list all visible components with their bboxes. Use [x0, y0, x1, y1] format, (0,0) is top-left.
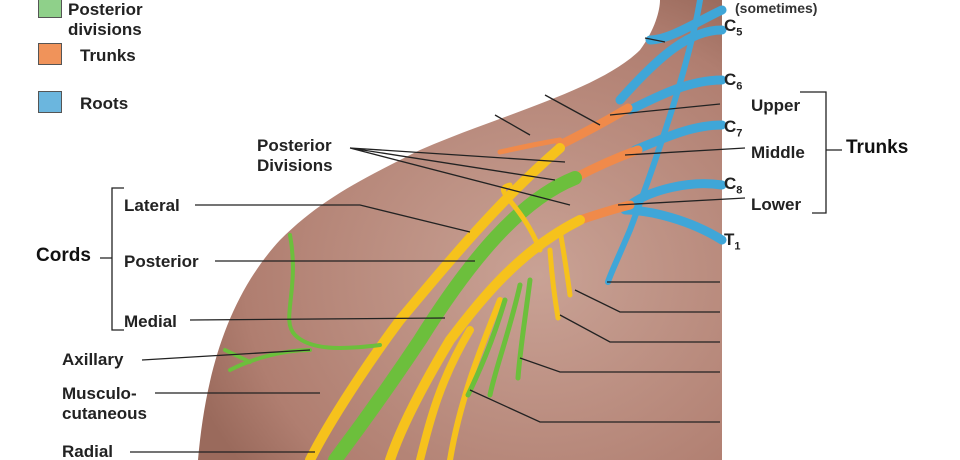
cord-lateral-label: Lateral — [124, 196, 180, 215]
nerve-radial-label: Radial — [62, 442, 114, 460]
legend-swatch-posterior-divisions — [38, 0, 62, 18]
legend-swatch-roots — [38, 91, 62, 113]
roots — [605, 0, 727, 285]
nerve-axillary-label: Axillary — [62, 350, 124, 369]
cords-group-label: Cords — [36, 245, 91, 266]
nerve-musculocutaneous-label: Musculo- cutaneous — [62, 384, 148, 423]
legend-label-posterior-divisions: Posterior divisions — [68, 0, 143, 39]
trunks-group-label: Trunks — [846, 137, 909, 158]
trunk-lower-label: Lower — [751, 195, 802, 214]
root-label-c7: C7 — [724, 117, 743, 140]
root-label-c6: C6 — [724, 70, 743, 93]
legend-label-roots: Roots — [80, 94, 129, 113]
posterior-divisions-label: Posterior Divisions — [257, 136, 333, 175]
cord-posterior-label: Posterior — [124, 252, 199, 271]
top-partial-label: (sometimes) — [735, 0, 818, 16]
legend-label-trunks: Trunks — [80, 46, 136, 65]
legend-swatch-trunks — [38, 43, 62, 65]
root-label-c8: C8 — [724, 174, 743, 197]
trunk-upper-label: Upper — [751, 96, 801, 115]
root-label-c5: C5 — [724, 16, 743, 39]
cord-medial-label: Medial — [124, 312, 177, 331]
leader-lines — [100, 37, 842, 453]
cords — [223, 143, 585, 460]
trunk-middle-label: Middle — [751, 143, 805, 162]
root-label-t1: T1 — [724, 230, 741, 253]
